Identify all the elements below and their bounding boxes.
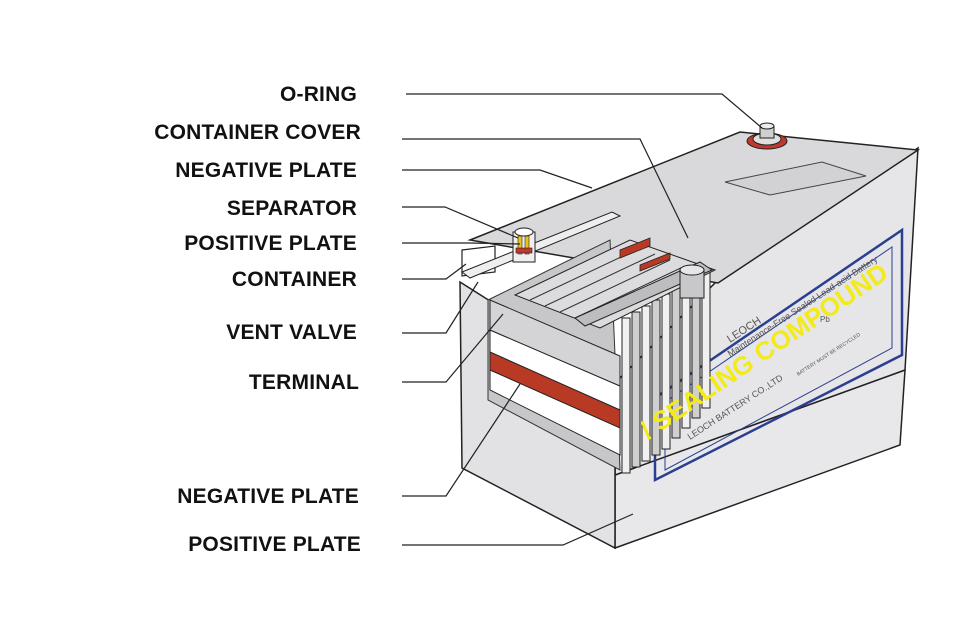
- battery-symbol-text: Pb: [820, 315, 830, 324]
- label-terminal: TERMINAL: [248, 371, 359, 394]
- label-vent-valve: VENT VALVE: [226, 321, 357, 344]
- leader-negative-plate-bottom: [402, 383, 521, 497]
- leader-o-ring: [406, 93, 763, 129]
- label-positive-plate-top: POSITIVE PLATE: [184, 232, 357, 255]
- leader-lines: [402, 93, 763, 546]
- leader-vent-valve: [402, 281, 479, 334]
- label-positive-plate-bottom: POSITIVE PLATE: [188, 533, 361, 556]
- leader-positive-plate-bottom: [402, 513, 634, 546]
- label-separator: SEPARATOR: [226, 197, 357, 220]
- cover-recess: [724, 161, 867, 196]
- label-negative-plate-bottom: NEGATIVE PLATE: [177, 485, 359, 508]
- label-o-ring: O-RING: [279, 83, 357, 106]
- strap-bar: [574, 261, 714, 327]
- plate-slab-red: [489, 351, 621, 429]
- leader-container-cover: [402, 138, 689, 239]
- label-container: CONTAINER: [231, 268, 357, 291]
- leader-separator: [402, 206, 519, 239]
- label-negative-plate-top: NEGATIVE PLATE: [175, 159, 357, 182]
- cover-vent-valve: [746, 122, 788, 150]
- leader-container: [402, 263, 467, 280]
- vent-valve-cutaway: [512, 227, 536, 263]
- leader-terminal: [402, 313, 504, 383]
- leader-positive-plate-top: [402, 242, 521, 245]
- label-container-cover: CONTAINER COVER: [154, 121, 361, 144]
- leader-negative-plate-top: [402, 169, 593, 189]
- terminal-post: [679, 264, 705, 299]
